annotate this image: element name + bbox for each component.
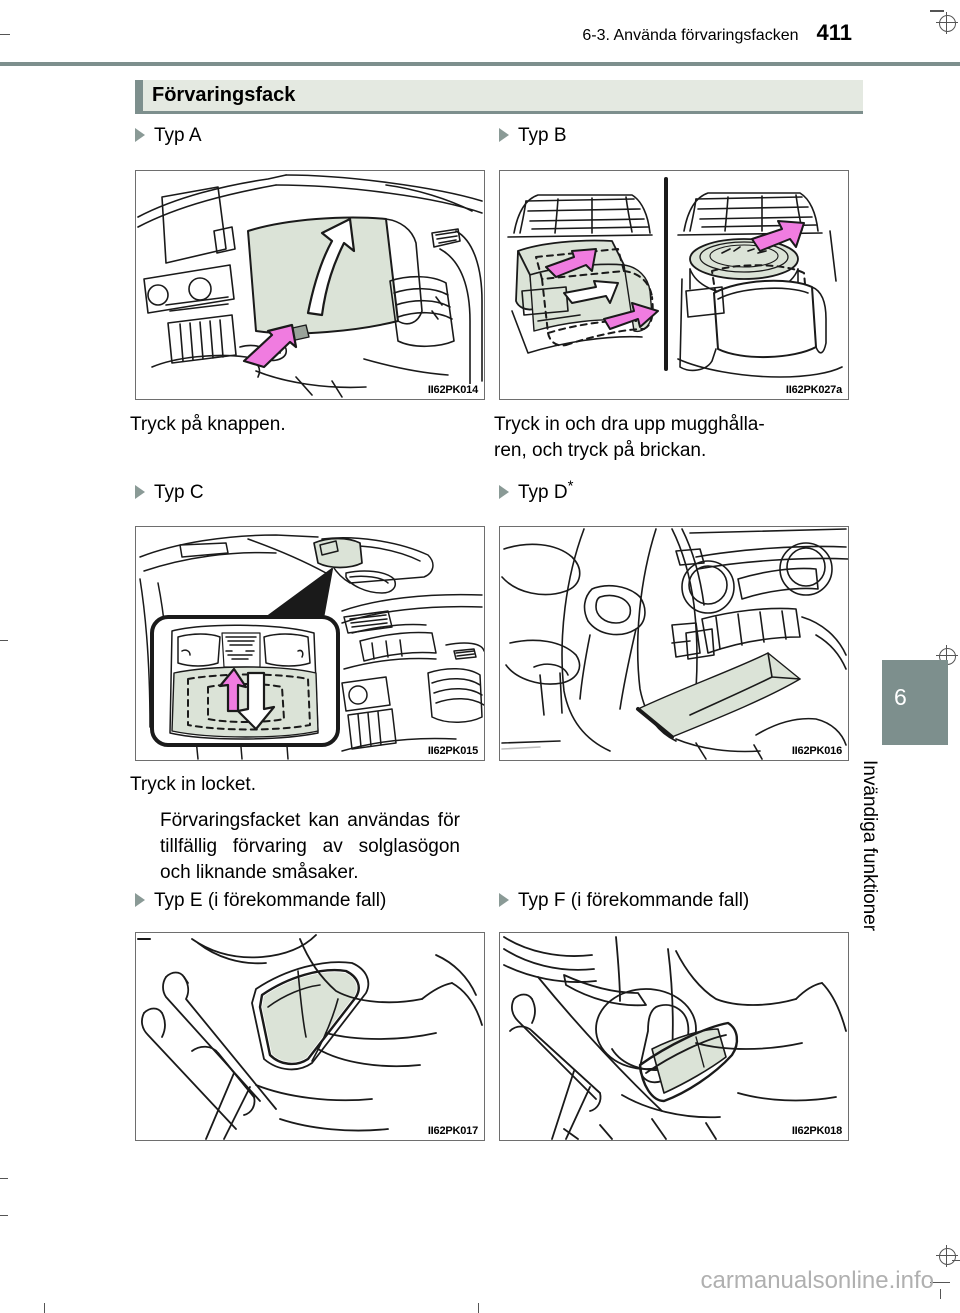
heading-typ-b: Typ B bbox=[499, 125, 567, 147]
section-accent-tab bbox=[135, 80, 143, 111]
watermark: carmanualsonline.info bbox=[700, 1267, 934, 1294]
figure-typ-a: II62PK014 bbox=[135, 170, 485, 400]
triangle-bullet-icon bbox=[135, 893, 145, 907]
chapter-title: Invändiga funktioner bbox=[859, 760, 880, 932]
figure-code-c: II62PK015 bbox=[426, 745, 479, 757]
heading-typ-c-label: Typ C bbox=[154, 482, 204, 503]
figure-code-d: II62PK016 bbox=[790, 745, 843, 757]
caption-typ-c: Tryck in locket. bbox=[130, 772, 490, 798]
chapter-number: 6 bbox=[894, 684, 907, 710]
heading-typ-a-label: Typ A bbox=[154, 125, 202, 146]
figure-typ-f: II62PK018 bbox=[499, 932, 849, 1141]
page-header: 6-3. Använda förvaringsfacken 411 bbox=[0, 20, 960, 46]
chapter-tab: 6 bbox=[882, 660, 948, 745]
heading-typ-f: Typ F (i förekommande fall) bbox=[499, 890, 749, 912]
note-typ-c: Förvaringsfacket kan användas för tillfä… bbox=[160, 808, 460, 886]
section-underline bbox=[135, 111, 863, 114]
triangle-bullet-icon bbox=[499, 128, 509, 142]
header-rule bbox=[0, 62, 960, 66]
figure-typ-d: II62PK016 bbox=[499, 526, 849, 761]
registration-mark-top-right bbox=[936, 12, 958, 34]
caption-typ-c-text: Tryck in locket. bbox=[130, 774, 256, 795]
figure-code-a: II62PK014 bbox=[426, 384, 479, 396]
figure-typ-e: II62PK017 bbox=[135, 932, 485, 1141]
note-typ-c-text: Förvaringsfacket kan användas för tillfä… bbox=[160, 810, 460, 883]
heading-typ-d: Typ D* bbox=[499, 479, 573, 504]
heading-typ-f-label: Typ F (i förekommande fall) bbox=[518, 890, 750, 911]
heading-typ-c: Typ C bbox=[135, 482, 204, 504]
page-number: 411 bbox=[816, 20, 853, 45]
heading-typ-e-label: Typ E (i förekommande fall) bbox=[154, 890, 387, 911]
triangle-bullet-icon bbox=[135, 128, 145, 142]
breadcrumb: 6-3. Använda förvaringsfacken bbox=[582, 27, 799, 44]
heading-typ-d-star: * bbox=[567, 477, 574, 495]
section-title: Förvaringsfack bbox=[152, 84, 296, 106]
caption-typ-b-line2: ren, och tryck på brickan. bbox=[494, 440, 707, 461]
figure-typ-b: II62PK027a bbox=[499, 170, 849, 400]
heading-typ-a: Typ A bbox=[135, 125, 202, 147]
triangle-bullet-icon bbox=[499, 893, 509, 907]
caption-typ-b: Tryck in och dra upp mugghålla- ren, och… bbox=[494, 412, 846, 464]
caption-typ-a: Tryck på knappen. bbox=[130, 412, 470, 438]
figure-code-f: II62PK018 bbox=[790, 1125, 843, 1137]
triangle-bullet-icon bbox=[499, 485, 509, 499]
figure-code-e: II62PK017 bbox=[426, 1125, 479, 1137]
triangle-bullet-icon bbox=[135, 485, 145, 499]
section-header-bar: Förvaringsfack bbox=[135, 80, 863, 111]
figure-typ-c: II62PK015 bbox=[135, 526, 485, 761]
heading-typ-e: Typ E (i förekommande fall) bbox=[135, 890, 386, 912]
figure-code-b: II62PK027a bbox=[784, 384, 843, 396]
caption-typ-b-line1: Tryck in och dra upp mugghålla- bbox=[494, 414, 765, 435]
caption-typ-a-text: Tryck på knappen. bbox=[130, 414, 286, 435]
heading-typ-b-label: Typ B bbox=[518, 125, 567, 146]
registration-mark-bottom-right bbox=[936, 1245, 958, 1267]
heading-typ-d-label: Typ D bbox=[518, 482, 568, 503]
